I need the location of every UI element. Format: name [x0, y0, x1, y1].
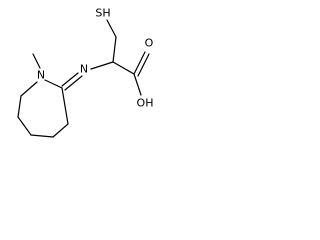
bond-alpha-carboxyl [112, 61, 135, 75]
atom-labels: SH O OH N N [37, 7, 154, 110]
bond-c4-c3 [52, 123, 69, 138]
bond-ring-c2-n1 [44, 79, 63, 89]
bond-imine-1 [61, 72, 79, 87]
bonds [17, 19, 150, 138]
imine-nitrogen-label: N [80, 63, 88, 76]
bond-carboxyl-oh [133, 73, 142, 96]
bond-c5-c4 [30, 134, 54, 138]
bond-n1-c7 [20, 81, 38, 97]
carbonyl-oxygen-label: O [145, 37, 154, 50]
bond-carbonyl-1 [133, 51, 146, 75]
ring-nitrogen-label: N [37, 69, 45, 82]
hydroxyl-label: OH [137, 97, 154, 110]
bond-c6-c5 [17, 116, 32, 136]
bond-s-ch2 [106, 19, 117, 38]
bond-n1-methyl [32, 53, 41, 69]
chemical-structure: SH O OH N N [17, 7, 154, 138]
thiol-label: SH [95, 7, 110, 20]
bond-ch2-alpha [112, 36, 117, 63]
bond-c7-c6 [17, 95, 22, 118]
bond-imine-2 [64, 75, 83, 91]
bond-c3-c2 [61, 87, 69, 125]
bond-carbonyl-2 [137, 53, 150, 77]
bond-alpha-imine-n [90, 61, 114, 70]
